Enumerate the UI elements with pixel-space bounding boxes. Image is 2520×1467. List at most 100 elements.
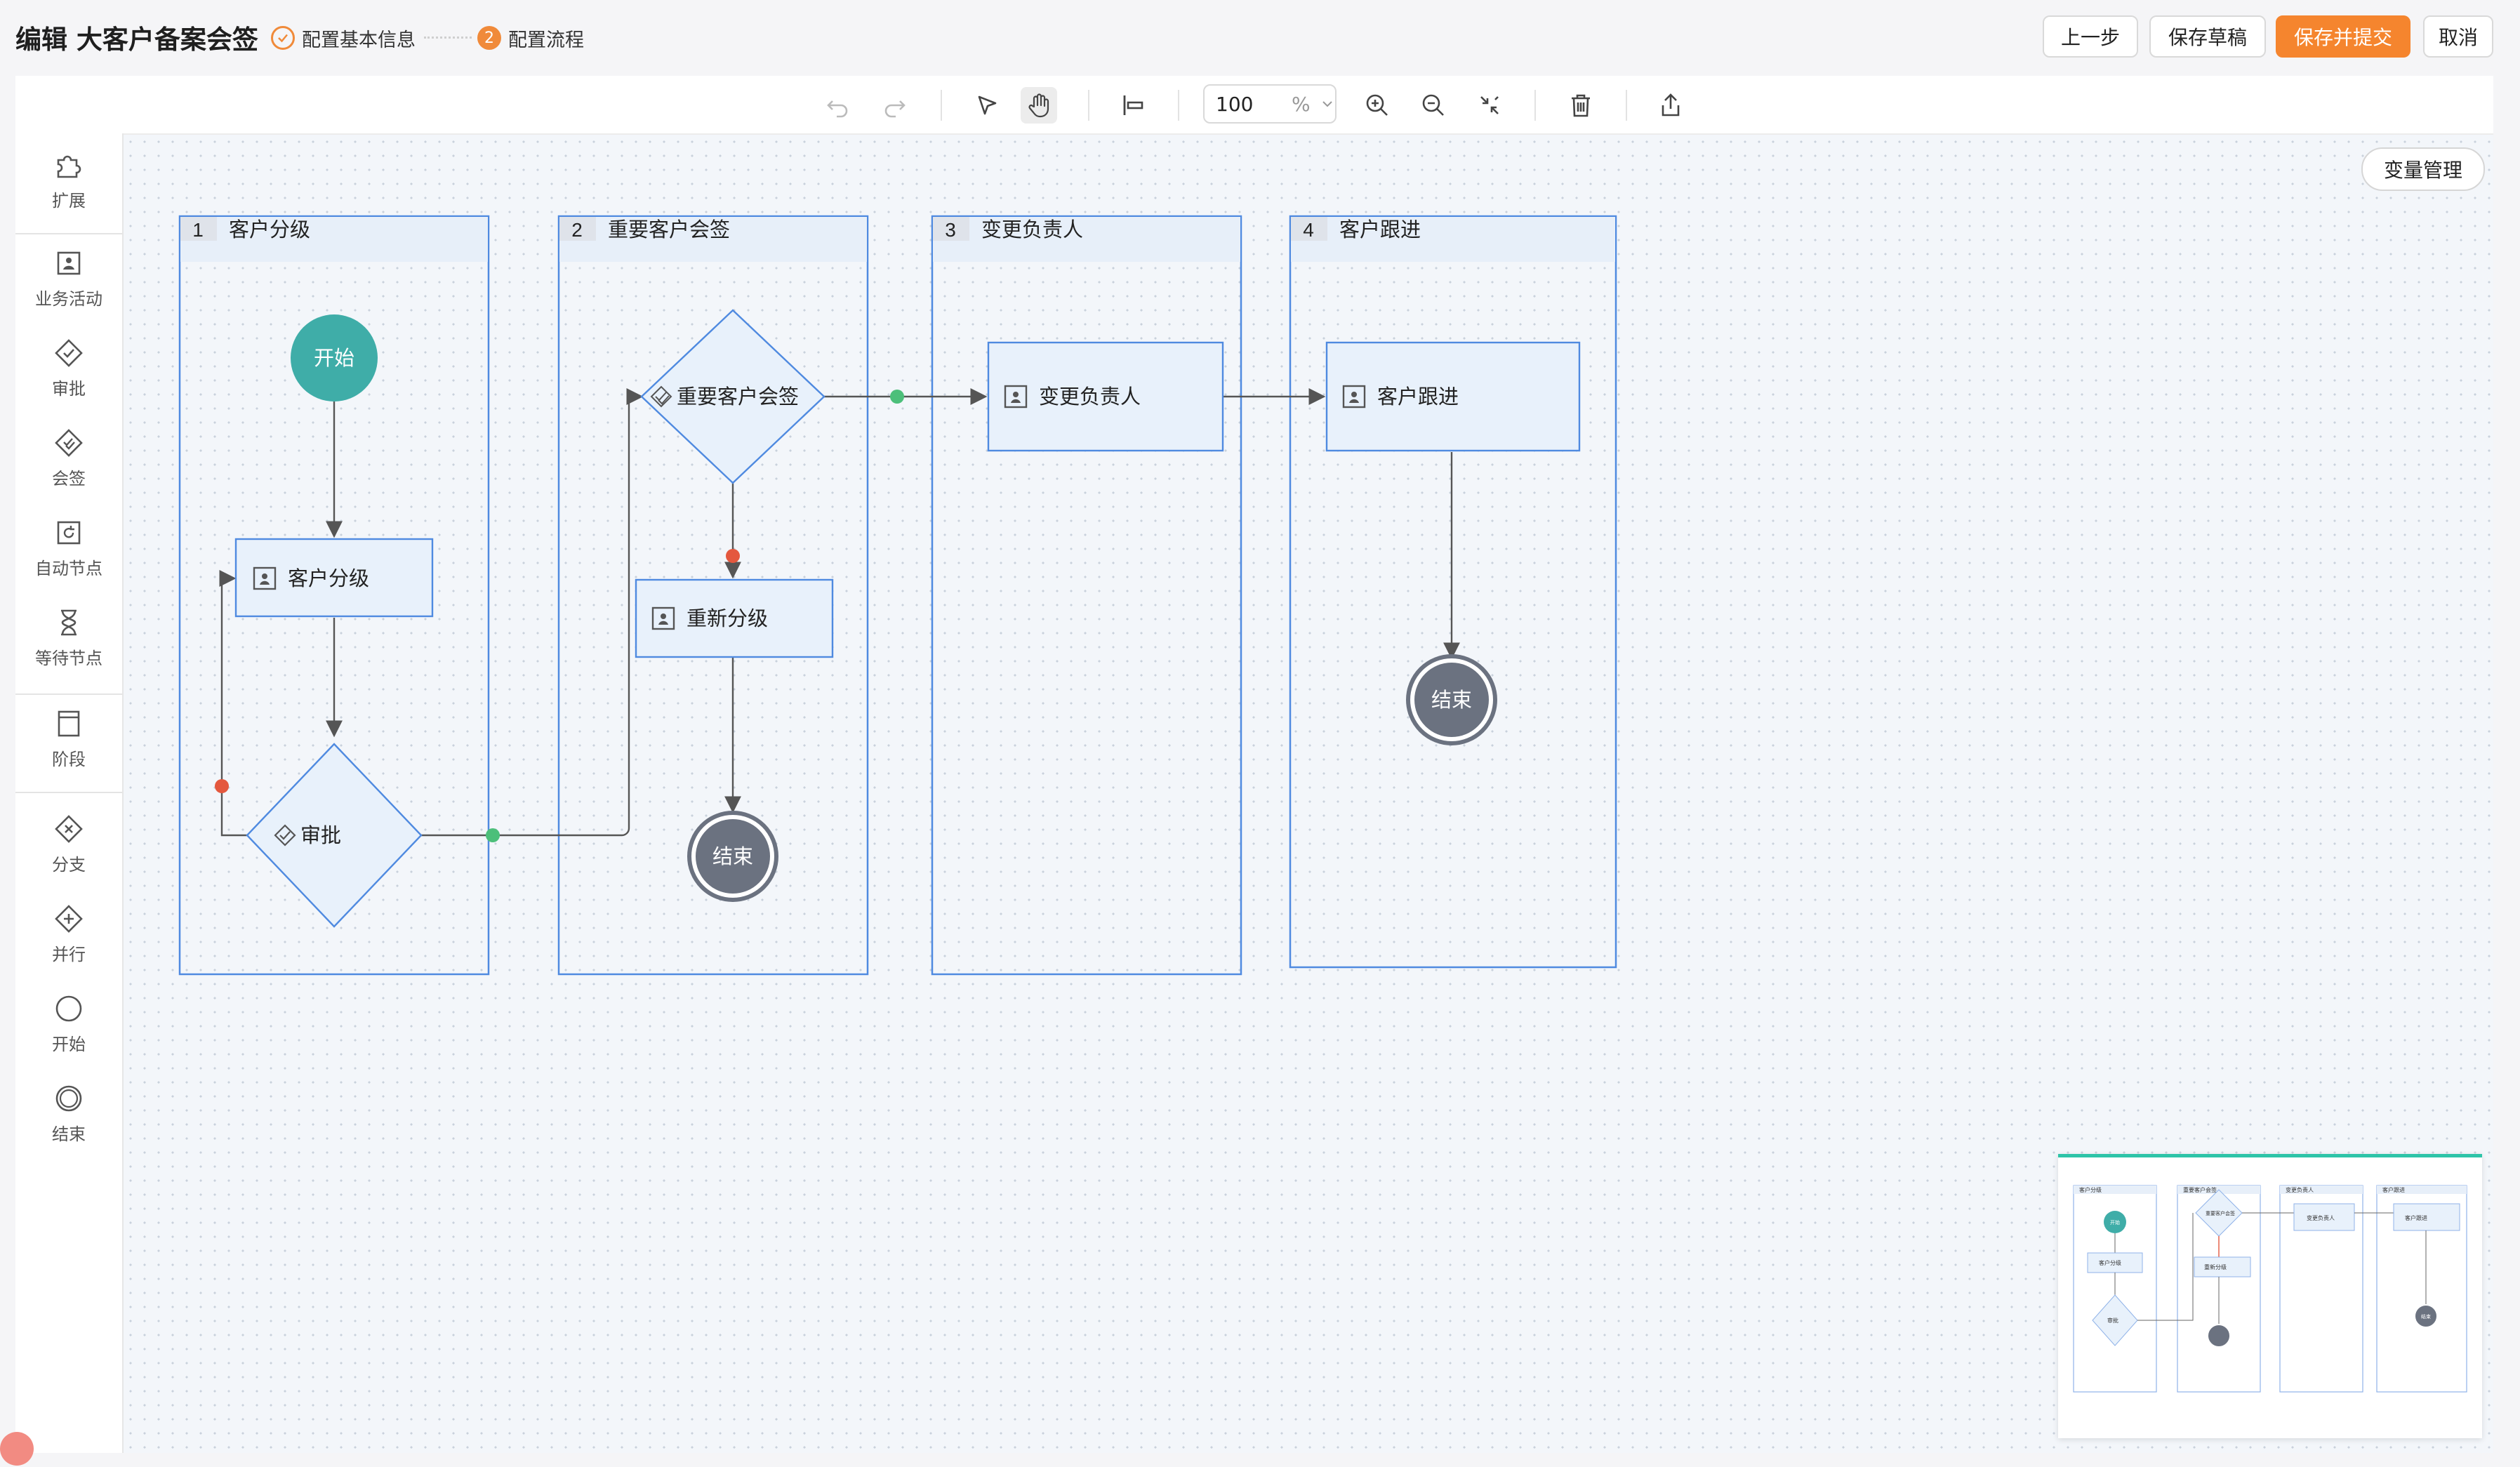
- variable-management-button[interactable]: 变量管理: [2361, 147, 2485, 191]
- zoom-select[interactable]: 100 %: [1203, 84, 1337, 124]
- stage-icon: [58, 710, 80, 737]
- minimap-node-label: 客户跟进: [2405, 1214, 2427, 1221]
- countersign-diamond-icon: [650, 385, 672, 408]
- node-approve[interactable]: 审批: [246, 743, 423, 928]
- palette-parallel[interactable]: 并行: [15, 901, 122, 985]
- minimap-node-label: 结束: [2421, 1313, 2431, 1320]
- minimap-preview: 客户分级 重要客户会签 变更负责人 客户跟进 开始 客户分级 审批 重要客户会签…: [2073, 1185, 2467, 1393]
- palette-label: 开始: [52, 1035, 86, 1054]
- node-end-countersign[interactable]: 结束: [687, 811, 778, 902]
- node-follow-up[interactable]: 客户跟进: [1325, 341, 1581, 452]
- palette-label: 结束: [52, 1124, 86, 1144]
- edge-approve-to-countersign[interactable]: [421, 388, 644, 837]
- palette-label: 等待节点: [35, 649, 102, 668]
- palette-divider: [15, 233, 122, 234]
- redo-button[interactable]: [876, 87, 913, 124]
- node-change-owner[interactable]: 变更负责人: [987, 341, 1224, 452]
- lane-customer-classify[interactable]: 1 客户分级: [178, 215, 490, 976]
- save-draft-button[interactable]: 保存草稿: [2149, 15, 2266, 58]
- node-end-label: 结束: [712, 845, 753, 868]
- palette-business-activity[interactable]: 业务活动: [15, 246, 122, 330]
- port-approve[interactable]: [486, 828, 500, 842]
- hand-icon: [1028, 93, 1049, 118]
- zoom-in-button[interactable]: [1359, 87, 1395, 124]
- palette-approval[interactable]: 审批: [15, 336, 122, 420]
- lane-title: 客户分级: [229, 218, 310, 241]
- palette-auto-node[interactable]: 自动节点: [15, 515, 122, 599]
- node-reclassify-label: 重新分级: [687, 607, 768, 630]
- zoom-value: 100: [1216, 92, 1254, 116]
- minimap-node-label: 重要客户会签: [2206, 1210, 2235, 1216]
- node-start-label: 开始: [314, 347, 354, 370]
- flow-editor: 100 % 扩: [15, 76, 2493, 1453]
- node-end-label: 结束: [1431, 689, 1472, 712]
- palette-countersign[interactable]: 会签: [15, 425, 122, 510]
- step-configure-flow-label: 配置流程: [508, 29, 584, 51]
- approval-diamond-icon: [274, 824, 296, 847]
- node-end-follow-up[interactable]: 结束: [1406, 654, 1497, 745]
- trash-icon: [1572, 94, 1590, 117]
- align-button[interactable]: [1115, 87, 1151, 124]
- palette-label: 审批: [52, 379, 86, 399]
- redo-icon: [884, 100, 906, 118]
- palette-end[interactable]: 结束: [15, 1081, 122, 1165]
- delete-button[interactable]: [1563, 87, 1599, 124]
- palette-start[interactable]: 开始: [15, 991, 122, 1075]
- node-classify[interactable]: 客户分级: [234, 538, 434, 618]
- page-title: 编辑 大客户备案会签: [15, 25, 258, 55]
- step-basic-info-label: 配置基本信息: [302, 29, 416, 51]
- approval-diamond-icon: [55, 339, 83, 367]
- port-countersign-reject[interactable]: [726, 549, 740, 563]
- lane-customer-follow-up[interactable]: 4 客户跟进: [1289, 215, 1617, 969]
- minimap-node-label: 客户分级: [2099, 1259, 2121, 1266]
- palette-wait-node[interactable]: 等待节点: [15, 605, 122, 689]
- edge-approve-reject-loop[interactable]: [219, 570, 250, 837]
- port-countersign-pass[interactable]: [890, 390, 904, 404]
- node-start[interactable]: 开始: [291, 314, 378, 401]
- node-reclassify[interactable]: 重新分级: [635, 578, 834, 658]
- palette-extension[interactable]: 扩展: [15, 147, 122, 232]
- palette-label: 分支: [52, 855, 86, 875]
- flow-canvas[interactable]: 1 客户分级 2 重要客户会签 3 变更负责人: [124, 135, 2493, 1453]
- puzzle-icon: [57, 155, 81, 178]
- step-basic-info[interactable]: 配置基本信息: [271, 22, 416, 53]
- palette-branch[interactable]: 分支: [15, 811, 122, 896]
- floating-action-dot[interactable]: [0, 1432, 34, 1466]
- hand-tool-button[interactable]: [1021, 87, 1057, 124]
- editor-toolbar: 100 %: [15, 76, 2493, 135]
- palette-label: 业务活动: [35, 289, 102, 309]
- check-icon: [271, 26, 295, 50]
- auto-refresh-icon: [57, 521, 81, 545]
- prev-step-button[interactable]: 上一步: [2043, 15, 2138, 58]
- step-configure-flow[interactable]: 2 配置流程: [477, 22, 584, 53]
- step-divider: [424, 36, 472, 39]
- end-circle-icon: [55, 1085, 82, 1112]
- palette-stage[interactable]: 阶段: [15, 706, 122, 790]
- palette-label: 自动节点: [35, 559, 102, 578]
- minimap-node-label: 重新分级: [2204, 1263, 2227, 1270]
- port-reject[interactable]: [215, 779, 229, 793]
- minimap-node-label: 审批: [2107, 1317, 2118, 1324]
- fit-view-button[interactable]: [1471, 87, 1508, 124]
- step-number-badge: 2: [477, 26, 501, 50]
- zoom-unit: %: [1292, 92, 1311, 116]
- export-button[interactable]: [1652, 87, 1689, 124]
- lane-important-countersign[interactable]: 2 重要客户会签: [557, 215, 869, 976]
- select-tool-button[interactable]: [969, 87, 1005, 124]
- parallel-gateway-icon: [55, 905, 83, 933]
- user-card-icon: [57, 251, 81, 275]
- lane-change-owner[interactable]: 3 变更负责人: [931, 215, 1242, 976]
- hourglass-icon: [61, 609, 77, 636]
- toolbar-divider: [1534, 90, 1536, 121]
- undo-button[interactable]: [820, 87, 856, 124]
- chevron-down-icon: [1322, 101, 1332, 107]
- save-submit-button[interactable]: 保存并提交: [2276, 15, 2410, 58]
- zoom-out-button[interactable]: [1415, 87, 1452, 124]
- cancel-button[interactable]: 取消: [2423, 15, 2493, 58]
- node-follow-up-label: 客户跟进: [1377, 385, 1459, 409]
- toolbar-divider: [1088, 90, 1089, 121]
- minimap[interactable]: 客户分级 重要客户会签 变更负责人 客户跟进 开始 客户分级 审批 重要客户会签…: [2058, 1154, 2482, 1438]
- node-countersign[interactable]: 重要客户会签: [640, 309, 825, 484]
- minimap-lane-title: 重要客户会签: [2183, 1186, 2217, 1193]
- palette-label: 并行: [52, 945, 86, 964]
